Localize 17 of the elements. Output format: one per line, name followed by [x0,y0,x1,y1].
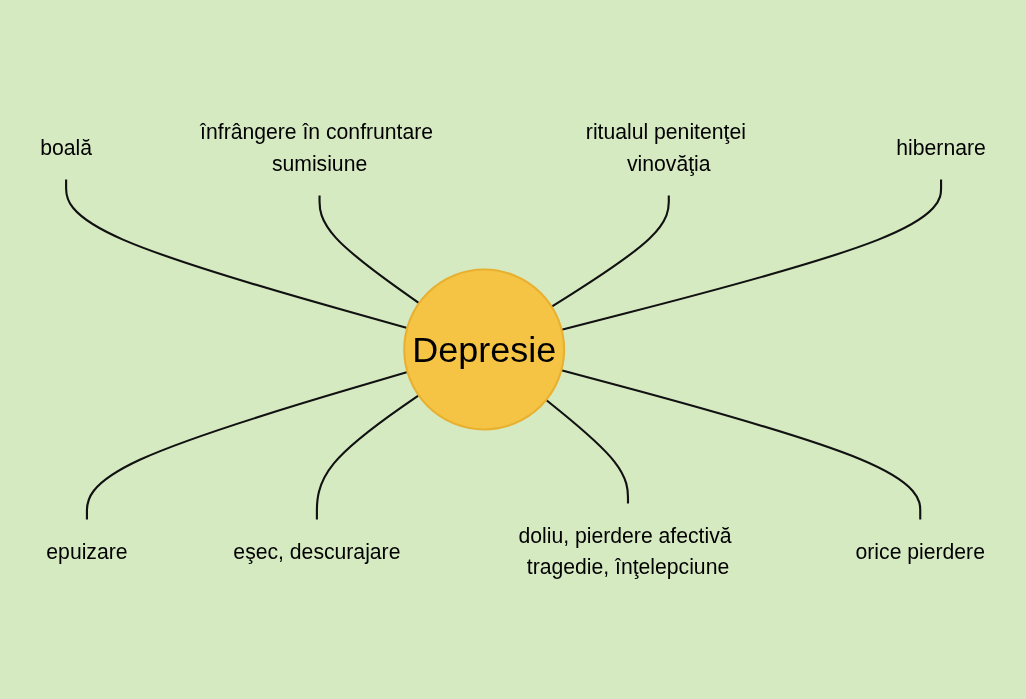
connector [318,195,420,305]
connector [561,179,943,331]
node-text: epuizare [46,539,128,563]
connector [65,179,408,329]
node-text: boală [40,136,93,160]
connector [551,195,670,308]
node-circle: Depresie [403,268,566,431]
node-text: hibernare [896,136,986,160]
node-text: ritualul penitenţei vinovăţia [585,120,746,176]
connector [85,371,408,520]
node-text: înfrângere în confruntare sumisiune [200,120,434,176]
node-text: orice pierdere [855,539,985,563]
node-text: eşec, descurajare [233,539,401,563]
connector [561,369,922,520]
connector [545,399,630,504]
node-text: doliu, pierdere afectivă tragedie, înţelepciune [518,523,732,579]
connector [315,394,420,520]
